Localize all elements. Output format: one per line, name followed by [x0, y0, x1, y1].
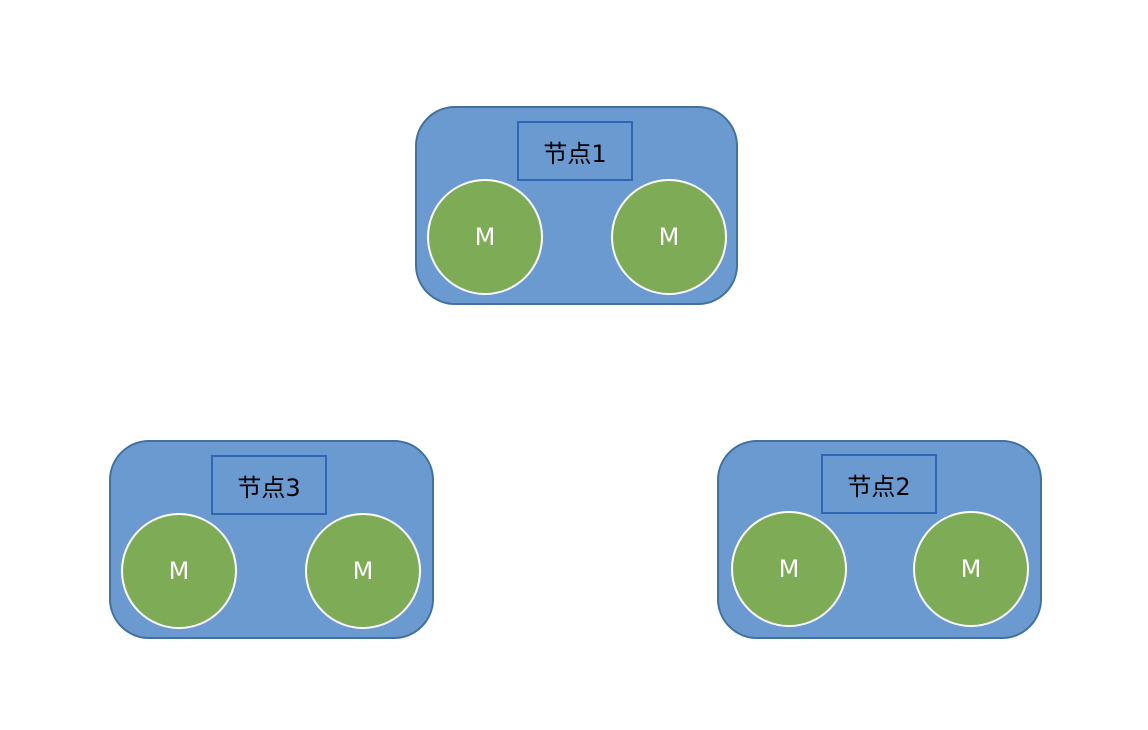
node-2-module-right: M [913, 511, 1029, 627]
node-2-label: 节点2 [821, 454, 937, 514]
node-1-label: 节点1 [517, 121, 633, 181]
node-2-container: 节点2 M M [717, 440, 1042, 639]
node-3-label: 节点3 [211, 455, 327, 515]
node-2-module-left: M [731, 511, 847, 627]
node-3-module-left: M [121, 513, 237, 629]
node-1-module-left: M [427, 179, 543, 295]
node-1-container: 节点1 M M [415, 106, 738, 305]
node-1-module-right: M [611, 179, 727, 295]
node-3-container: 节点3 M M [109, 440, 434, 639]
node-3-module-right: M [305, 513, 421, 629]
